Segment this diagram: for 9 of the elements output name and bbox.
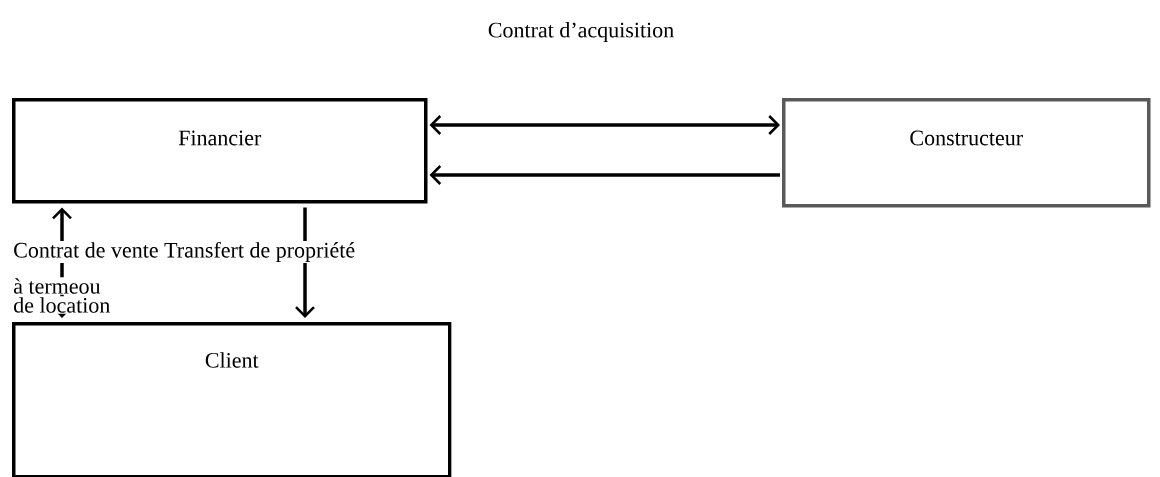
process-box: Financier: [12, 98, 428, 204]
arrow: [429, 165, 780, 185]
label: de location: [14, 297, 110, 313]
process-box: Constructeur: [782, 98, 1151, 208]
label: à termeou: [13, 278, 101, 294]
arrow: [429, 115, 780, 135]
label: Contrat de vente Transfert de propriété: [14, 241, 355, 263]
process-box: Client: [12, 322, 452, 477]
title: Contrat d’acquisition: [488, 22, 674, 42]
